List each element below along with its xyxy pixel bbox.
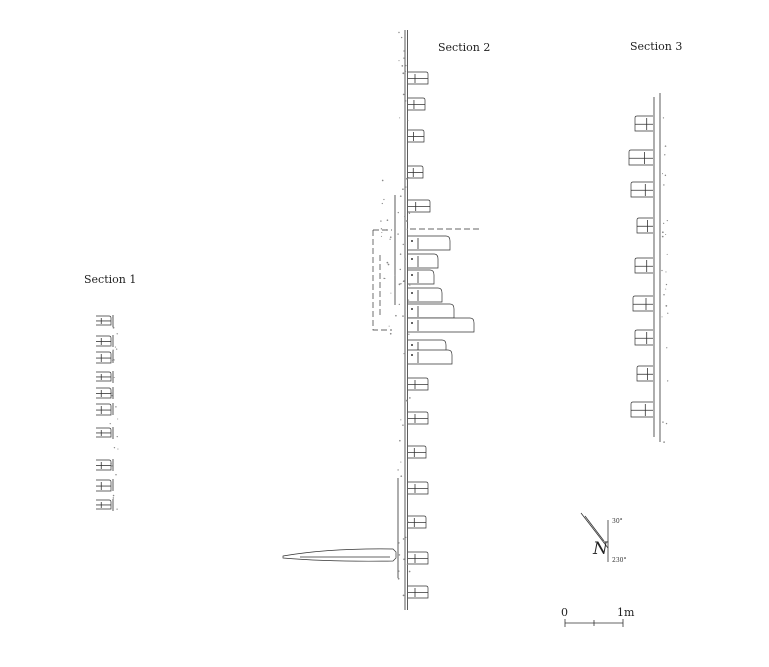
plank-profile	[408, 303, 455, 319]
scale-bar-end-label: 1m	[617, 606, 635, 619]
post-profile	[636, 365, 653, 382]
post-profile	[634, 329, 653, 346]
post-profile	[96, 403, 112, 416]
post-profile	[408, 377, 429, 391]
plank-profile	[408, 253, 439, 269]
section-3-label: Section 3	[630, 40, 682, 53]
post-profile	[408, 585, 429, 599]
plank-profile	[408, 235, 451, 251]
north-arrow-icon: N 30° 230°	[580, 512, 626, 564]
post-profile	[632, 295, 653, 312]
scale-bar: 0 1m	[561, 606, 635, 627]
pointed-stake	[282, 548, 397, 562]
post-profile	[408, 445, 427, 459]
post-profile	[96, 371, 112, 382]
post-profile	[96, 315, 112, 326]
post-profile	[96, 459, 112, 471]
post-profile	[96, 387, 112, 399]
north-arrow-top-label: 30°	[612, 518, 623, 525]
section-2-drawing	[282, 30, 482, 610]
plank-profile	[408, 349, 453, 365]
post-profile	[408, 71, 429, 85]
post-profile	[96, 351, 112, 364]
plank-profile	[408, 317, 475, 333]
section-3-drawing	[628, 93, 661, 442]
post-profile	[408, 551, 429, 565]
scale-bar-start-label: 0	[561, 606, 568, 619]
post-profile	[408, 97, 426, 111]
section-1-drawing	[96, 315, 114, 511]
plank-profile	[408, 287, 443, 303]
post-profile	[96, 335, 112, 347]
post-profile	[636, 217, 653, 234]
post-profile	[408, 515, 427, 529]
plank-profile	[408, 269, 435, 285]
north-arrow-symbol: N	[592, 539, 609, 559]
post-profile	[96, 499, 112, 510]
post-profile	[628, 149, 653, 166]
north-arrow-bottom-label: 230°	[612, 557, 626, 564]
post-profile	[630, 401, 653, 418]
post-profile	[408, 481, 429, 495]
post-profile	[634, 115, 653, 132]
post-profile	[408, 411, 429, 425]
post-profile	[634, 257, 653, 274]
post-profile	[96, 427, 112, 438]
speckle-marks	[109, 31, 669, 597]
section-2-label: Section 2	[438, 41, 490, 54]
post-profile	[408, 199, 431, 213]
post-profile	[630, 181, 653, 198]
dashed-outline	[372, 230, 392, 331]
section-1-label: Section 1	[84, 273, 136, 286]
post-profile	[408, 165, 424, 179]
post-profile	[408, 129, 425, 143]
post-profile	[96, 479, 112, 492]
